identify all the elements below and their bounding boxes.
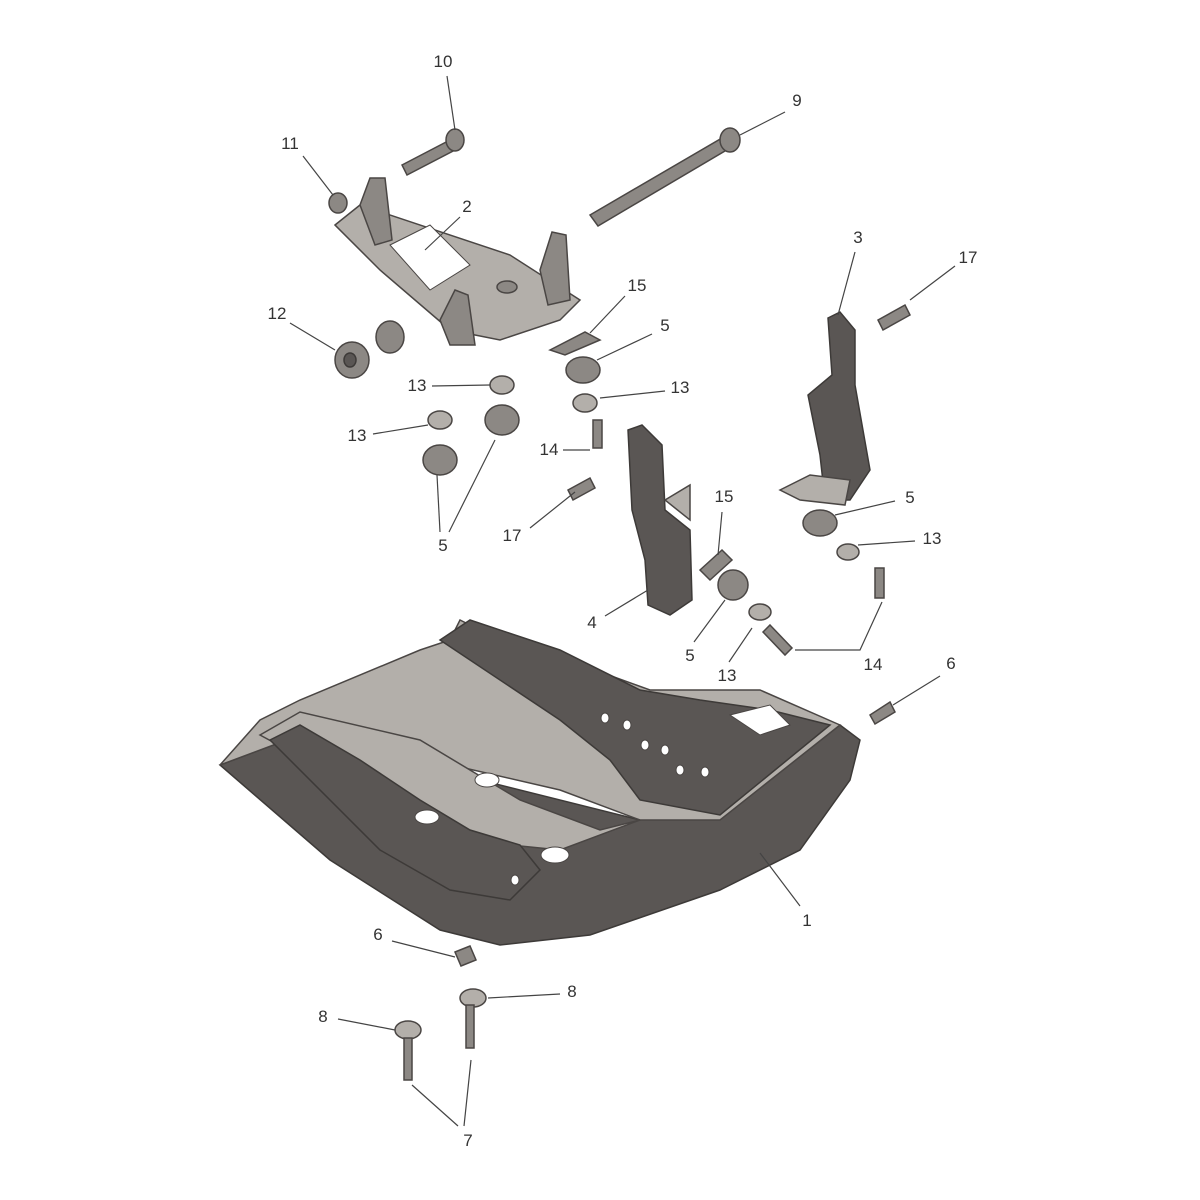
- bracket-part-2: [333, 177, 582, 346]
- leader-line: [739, 111, 786, 136]
- callout-label: 14: [540, 440, 559, 459]
- callout-5: 5: [436, 439, 496, 555]
- plates-part-15: [548, 331, 734, 582]
- bushings-part-12: [334, 320, 405, 379]
- callout-6: 6: [892, 654, 956, 706]
- leader-line: [857, 540, 916, 546]
- callout-13: 13: [718, 627, 753, 685]
- leader-line: [372, 424, 429, 435]
- callout-13: 13: [857, 529, 942, 548]
- callout-label: 5: [685, 646, 694, 665]
- leader-line: [391, 940, 456, 958]
- callout-label: 6: [373, 925, 382, 944]
- bolts-part-14-17-6-7: [394, 303, 911, 1081]
- callout-label: 13: [408, 376, 427, 395]
- callout-8: 8: [487, 982, 577, 1001]
- callout-label: 2: [462, 197, 471, 216]
- leader-line: [446, 75, 456, 131]
- callout-13: 13: [408, 376, 491, 395]
- leader-line: [337, 1018, 396, 1031]
- callout-label: 6: [946, 654, 955, 673]
- callout-14: 14: [795, 601, 883, 674]
- callout-label: 9: [792, 91, 801, 110]
- callout-label: 13: [348, 426, 367, 445]
- callout-label: 15: [628, 276, 647, 295]
- callout-label: 15: [715, 487, 734, 506]
- callout-11: 11: [281, 134, 334, 196]
- leader-line: [436, 474, 441, 533]
- callout-layer: 10 9 11 2 3 17 15 5 12 13 13 13 14 17 5 15 5 13 4 5 13 14 6 1 6 8…: [268, 52, 978, 1150]
- leader-line: [596, 333, 653, 361]
- leader-line: [302, 155, 334, 196]
- callout-17: 17: [909, 248, 978, 301]
- callout-9: 9: [739, 91, 802, 136]
- callout-label: 13: [671, 378, 690, 397]
- callout-label: 5: [905, 488, 914, 507]
- callout-label: 17: [503, 526, 522, 545]
- callout-label: 14: [864, 655, 883, 674]
- leader-line: [892, 675, 941, 706]
- callout-label: 12: [268, 304, 287, 323]
- callout-17: 17: [503, 491, 576, 545]
- callout-label: 17: [959, 248, 978, 267]
- callout-label: 4: [587, 613, 596, 632]
- leader-line: [529, 491, 576, 529]
- callout-2: 2: [424, 197, 472, 251]
- callout-label: 8: [567, 982, 576, 1001]
- callout-5: 5: [685, 599, 726, 665]
- leader-line: [837, 251, 856, 316]
- callout-7: 7: [411, 1059, 473, 1150]
- callout-15: 15: [715, 487, 734, 556]
- callout-8: 8: [318, 1007, 396, 1031]
- callout-label: 11: [281, 134, 299, 153]
- washers-part-13: [427, 375, 860, 621]
- leader-line: [487, 993, 561, 999]
- callout-10: 10: [434, 52, 456, 131]
- callout-13: 13: [348, 424, 429, 445]
- leader-line: [759, 852, 801, 907]
- callout-label: 13: [923, 529, 942, 548]
- leader-line: [289, 322, 336, 351]
- leader-line: [424, 216, 461, 251]
- callout-label: 1: [802, 911, 811, 930]
- bracket-part-3: [778, 311, 871, 506]
- callout-15: 15: [589, 276, 647, 334]
- bolt-part-10: [400, 128, 465, 177]
- callout-12: 12: [268, 304, 336, 351]
- callout-13: 13: [599, 378, 690, 399]
- callout-label: 5: [660, 316, 669, 335]
- leader-line: [909, 265, 956, 301]
- callout-4: 4: [587, 589, 649, 632]
- callout-label: 10: [434, 52, 453, 71]
- leader-line: [717, 511, 723, 556]
- skid-plate-part-1: [218, 618, 861, 946]
- callout-14: 14: [540, 440, 590, 459]
- leader-line: [795, 601, 883, 651]
- grommets-part-5: [422, 356, 838, 601]
- bracket-part-4: [627, 424, 693, 616]
- leader-line: [463, 1059, 472, 1127]
- callout-label: 7: [463, 1131, 472, 1150]
- nut-part-11: [328, 192, 348, 214]
- leader-line: [448, 439, 496, 533]
- callout-label: 5: [438, 536, 447, 555]
- callout-label: 3: [853, 228, 862, 247]
- callout-1: 1: [759, 852, 812, 930]
- callout-6: 6: [373, 925, 456, 958]
- leader-line: [604, 589, 649, 617]
- leader-line: [411, 1084, 459, 1127]
- leader-line: [693, 599, 726, 643]
- callout-label: 8: [318, 1007, 327, 1026]
- long-bolt-part-9: [588, 127, 741, 227]
- leader-line: [431, 384, 491, 387]
- callout-5: 5: [834, 488, 915, 516]
- leader-line: [834, 500, 896, 516]
- callout-label: 13: [718, 666, 737, 685]
- callout-3: 3: [837, 228, 863, 316]
- callout-5: 5: [596, 316, 670, 361]
- leader-line: [589, 295, 626, 334]
- leader-line: [599, 390, 666, 399]
- leader-line: [728, 627, 753, 663]
